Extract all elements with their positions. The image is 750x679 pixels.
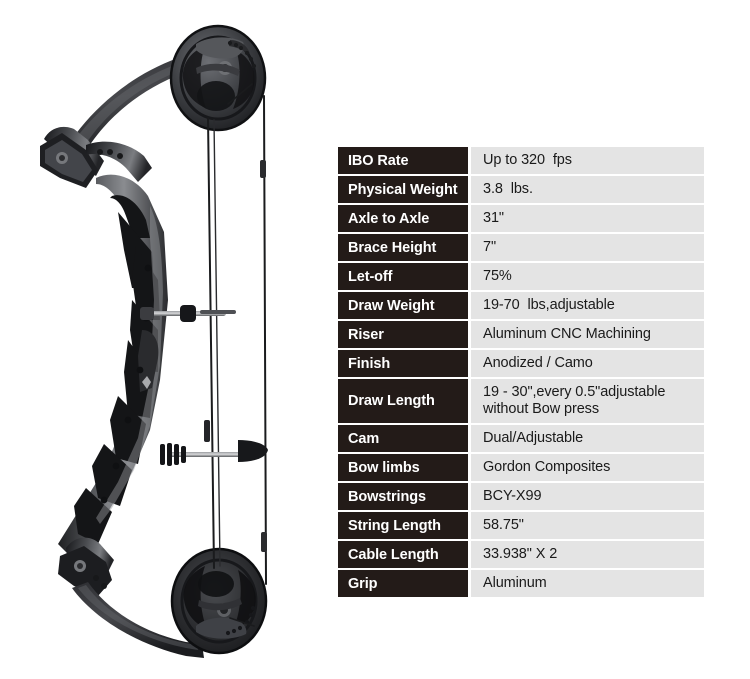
spec-label: Cable Length [338, 541, 468, 568]
riser-main [58, 174, 168, 557]
spec-value: 7" [471, 234, 704, 261]
spec-value-text: 75% [483, 267, 512, 284]
table-row: Grip Aluminum [338, 570, 704, 597]
column-gap [468, 570, 471, 597]
product-image [0, 0, 336, 679]
bowstring-and-cables [204, 83, 267, 627]
column-gap [468, 147, 471, 174]
spec-value-text: Anodized / Camo [483, 354, 593, 371]
spec-value: 33.938" X 2 [471, 541, 704, 568]
spec-value-text: Aluminum [483, 574, 547, 591]
table-row: Brace Height 7" [338, 234, 704, 261]
table-row: Bowstrings BCY-X99 [338, 483, 704, 510]
spec-value: 19 - 30",every 0.5"adjustable without Bo… [471, 379, 704, 423]
spec-value-text: 7" [483, 238, 497, 255]
spec-value-text: 31" [483, 209, 504, 226]
compound-bow-illustration [40, 24, 268, 658]
column-gap [468, 379, 471, 423]
column-gap [468, 425, 471, 452]
spec-label: Bow limbs [338, 454, 468, 481]
table-row: Riser Aluminum CNC Machining [338, 321, 704, 348]
spec-value: 31" [471, 205, 704, 232]
table-row: String Length 58.75" [338, 512, 704, 539]
spec-label: String Length [338, 512, 468, 539]
stabilizer-rod [140, 305, 236, 322]
spec-label: Draw Weight [338, 292, 468, 319]
column-gap [468, 512, 471, 539]
spec-label: Physical Weight [338, 176, 468, 203]
spec-value-text: 3.8 lbs. [483, 180, 533, 197]
table-row: Draw Length 19 - 30",every 0.5"adjustabl… [338, 379, 704, 423]
column-gap [468, 350, 471, 377]
lower-limb [72, 582, 204, 658]
table-row: Bow limbs Gordon Composites [338, 454, 704, 481]
spec-label: Bowstrings [338, 483, 468, 510]
spec-value: 75% [471, 263, 704, 290]
table-row: Cable Length 33.938" X 2 [338, 541, 704, 568]
spec-value: 3.8 lbs. [471, 176, 704, 203]
column-gap [468, 541, 471, 568]
column-gap [468, 321, 471, 348]
spec-value-text: 58.75" [483, 516, 524, 533]
spec-value: Gordon Composites [471, 454, 704, 481]
spec-label: Let-off [338, 263, 468, 290]
spec-value: 58.75" [471, 512, 704, 539]
spec-value: Aluminum [471, 570, 704, 597]
spec-label: Axle to Axle [338, 205, 468, 232]
column-gap [468, 205, 471, 232]
spec-value-text: 19 - 30",every 0.5"adjustable without Bo… [483, 384, 666, 417]
lower-limb-pocket [58, 537, 114, 596]
column-gap [468, 176, 471, 203]
spec-label: Brace Height [338, 234, 468, 261]
spec-value: Dual/Adjustable [471, 425, 704, 452]
spec-label: Cam [338, 425, 468, 452]
table-row: Cam Dual/Adjustable [338, 425, 704, 452]
table-row: Finish Anodized / Camo [338, 350, 704, 377]
cable-rod-damper [160, 440, 268, 466]
table-row: Draw Weight 19-70 lbs,adjustable [338, 292, 704, 319]
spec-label: IBO Rate [338, 147, 468, 174]
table-row: IBO Rate Up to 320 fps [338, 147, 704, 174]
spec-value-text: BCY-X99 [483, 487, 542, 504]
spec-value-text: Aluminum CNC Machining [483, 325, 651, 342]
spec-value-text: Gordon Composites [483, 458, 611, 475]
table-row: Axle to Axle 31" [338, 205, 704, 232]
column-gap [468, 454, 471, 481]
spec-value-text: Dual/Adjustable [483, 429, 584, 446]
riser-upper [40, 126, 152, 188]
spec-value: Up to 320 fps [471, 147, 704, 174]
column-gap [468, 234, 471, 261]
column-gap [468, 483, 471, 510]
specification-table: IBO Rate Up to 320 fps Physical Weight 3… [338, 147, 704, 599]
spec-label: Riser [338, 321, 468, 348]
spec-value: Aluminum CNC Machining [471, 321, 704, 348]
spec-label: Draw Length [338, 379, 468, 423]
top-cam-wheel [169, 24, 267, 132]
spec-value: Anodized / Camo [471, 350, 704, 377]
spec-label: Grip [338, 570, 468, 597]
spec-value-text: 33.938" X 2 [483, 545, 558, 562]
spec-value: 19-70 lbs,adjustable [471, 292, 704, 319]
column-gap [468, 263, 471, 290]
table-row: Physical Weight 3.8 lbs. [338, 176, 704, 203]
column-gap [468, 292, 471, 319]
spec-value-text: 19-70 lbs,adjustable [483, 296, 615, 313]
spec-value-text: Up to 320 fps [483, 151, 572, 168]
spec-label: Finish [338, 350, 468, 377]
bottom-cam-wheel [170, 547, 268, 655]
spec-value: BCY-X99 [471, 483, 704, 510]
table-row: Let-off 75% [338, 263, 704, 290]
